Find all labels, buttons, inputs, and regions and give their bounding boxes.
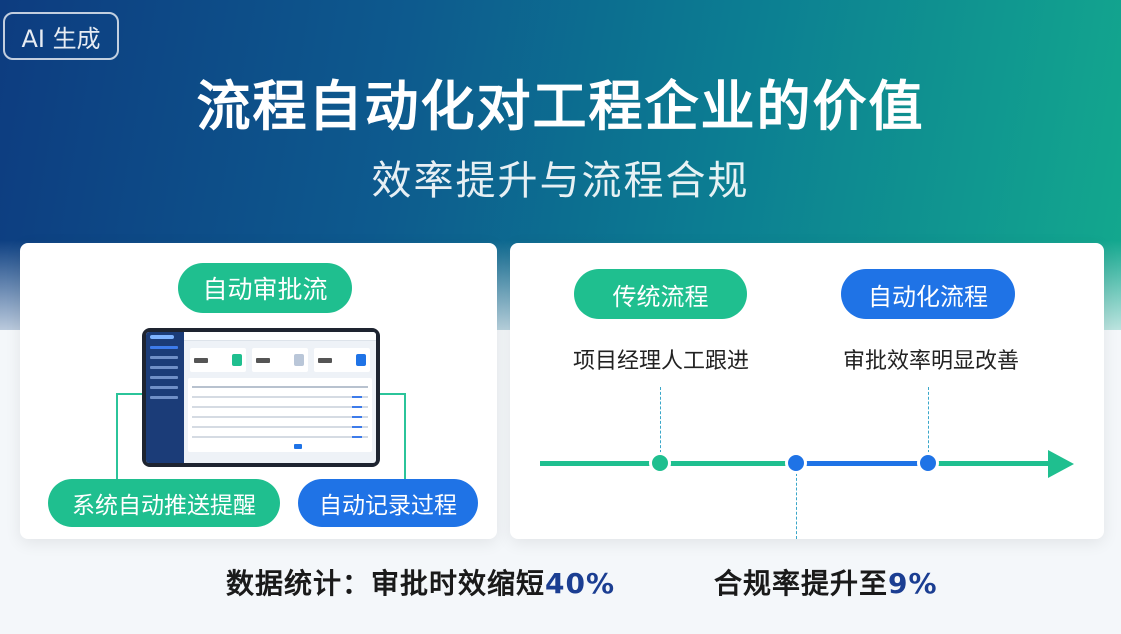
efficiency-stat: 数据统计：审批时效缩短40% (226, 562, 615, 602)
screen-sidebar (146, 332, 184, 463)
dashed-guide (796, 473, 797, 539)
connector-left (116, 393, 142, 483)
dashboard-laptop-icon (142, 328, 380, 467)
screen-topbar (184, 332, 376, 341)
automated-caption: 审批效率明显改善 (842, 349, 1019, 374)
compliance-stat-value: 9% (888, 567, 938, 600)
timeline-segment-end (936, 461, 1050, 466)
compliance-stat-label: 合规率提升至 (714, 567, 889, 600)
auto-record-pill: 自动记录过程 (298, 479, 478, 527)
automated-process-pill: 自动化流程 (841, 269, 1015, 319)
timeline-segment-automated (786, 461, 936, 466)
connector-right (380, 393, 406, 479)
efficiency-stat-label: 数据统计：审批时效缩短 (226, 567, 546, 600)
traditional-caption: 项目经理人工跟进 (572, 349, 749, 374)
compliance-stat: 合规率提升至9% (714, 562, 938, 602)
auto-approval-card: 自动审批流 (20, 243, 497, 539)
arrow-right-icon (1048, 450, 1074, 478)
process-comparison-card: 传统流程 自动化流程 项目经理人工跟进 审批效率明显改善 (510, 243, 1104, 539)
auto-approval-pill: 自动审批流 (178, 263, 352, 313)
page-title: 流程自动化对工程企业的价值 (196, 75, 925, 138)
screen-stat-card (252, 348, 308, 372)
dashed-guide (660, 387, 661, 453)
screen-stat-card (190, 348, 246, 372)
traditional-process-pill: 传统流程 (574, 269, 747, 319)
timeline-dot-automated (917, 452, 939, 474)
page-subtitle: 效率提升与流程合规 (371, 158, 750, 204)
ai-generated-badge: AI 生成 (3, 12, 119, 60)
timeline-dot-traditional (649, 452, 671, 474)
screen-stat-card (314, 348, 370, 372)
dashed-guide (928, 387, 929, 453)
auto-push-reminder-pill: 系统自动推送提醒 (48, 479, 280, 527)
timeline-dot-transition (785, 452, 807, 474)
screen-table (188, 378, 372, 452)
efficiency-stat-value: 40% (545, 567, 616, 600)
dashboard-screen (146, 332, 376, 463)
